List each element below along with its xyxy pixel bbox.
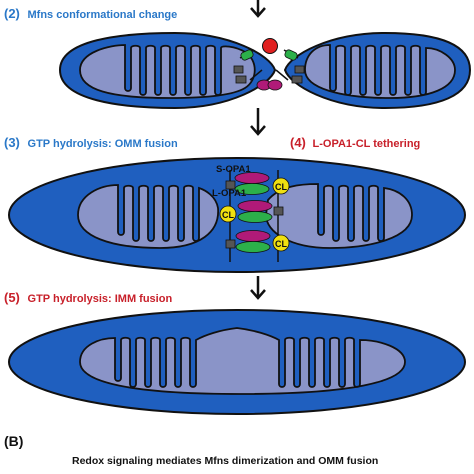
step3-text: GTP hydrolysis: OMM fusion	[28, 138, 178, 150]
step4-label: (4) L-OPA1-CL tethering	[290, 135, 420, 150]
cl-label-2: CL	[222, 210, 234, 220]
step3-number: (3)	[4, 135, 20, 150]
step5-text: GTP hydrolysis: IMM fusion	[28, 293, 173, 305]
panel-b-letter: (B)	[4, 433, 23, 449]
redox-red-circle	[262, 38, 278, 54]
arrow-top	[250, 0, 266, 18]
mitochondrion-imm-fused	[8, 309, 466, 415]
step4-number: (4)	[290, 135, 306, 150]
step3-label: (3) GTP hydrolysis: OMM fusion	[4, 135, 178, 150]
step5-number: (5)	[4, 290, 20, 305]
arrow-3	[250, 276, 266, 300]
step2-label: (2) Mfns conformational change	[4, 6, 177, 21]
step5-label: (5) GTP hydrolysis: IMM fusion	[4, 290, 172, 305]
arrow-2	[250, 108, 266, 136]
mitochondrion-right	[283, 31, 472, 110]
step2-number: (2)	[4, 6, 20, 21]
mfn-dimer-complex	[233, 38, 305, 91]
cl-label-1: CL	[275, 182, 287, 192]
step4-text: L-OPA1-CL tethering	[313, 138, 421, 150]
step2-text: Mfns conformational change	[28, 9, 178, 21]
l-opa1-label: L-OPA1	[212, 188, 247, 199]
cl-label-3: CL	[275, 239, 287, 249]
mitochondrion-omm-fused: CL CL CL S-OPA1 L-OPA1	[8, 157, 466, 273]
opa1-cl-tethering: CL CL CL	[219, 170, 290, 262]
s-opa1-label: S-OPA1	[216, 164, 251, 175]
panel-b-caption: Redox signaling mediates Mfns dimerizati…	[72, 455, 378, 467]
mitochondrion-left	[58, 31, 277, 110]
